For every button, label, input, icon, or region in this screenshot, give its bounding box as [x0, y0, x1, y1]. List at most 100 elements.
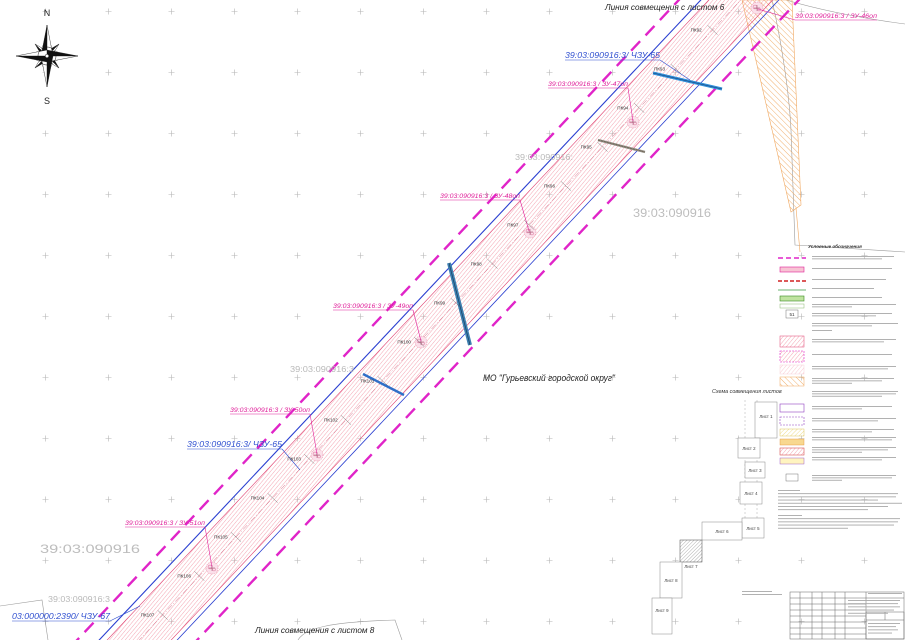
easement-label-chzu-67: 03:000000:2390/ ЧЗУ-67	[12, 611, 110, 621]
title-block	[789, 591, 905, 640]
legend-swatch-pink-hatch	[779, 335, 805, 348]
orange-zone-tail	[795, 207, 801, 253]
picket-label: ПК101	[361, 379, 375, 384]
notes-text-line	[778, 506, 888, 507]
parcel-label-zu-51: 39:03:090916:3 / ЗУ-51оп	[125, 520, 205, 527]
cadastral-label-3: 39:03:090916:3	[290, 365, 355, 374]
picket-tick	[377, 376, 388, 386]
legend-swatch-pink-rect	[779, 266, 805, 273]
notes-text-line	[778, 518, 900, 520]
legend-text-line	[812, 457, 896, 458]
legend-text-line	[812, 256, 894, 257]
sheet-index-title: Схема совмещения листов	[712, 389, 782, 395]
legend-text-line	[812, 366, 896, 367]
picket-label: ПК105	[214, 535, 228, 540]
legend-descriptions	[812, 256, 898, 481]
legend-text-line	[812, 393, 896, 395]
legend-text-line	[812, 313, 892, 314]
picket-label: ПК92	[691, 28, 703, 33]
legend-text-line	[812, 420, 878, 422]
title-block-text-line	[868, 632, 892, 634]
sheet-box-3	[744, 461, 766, 479]
legend-text-line	[812, 378, 894, 379]
picket-label: ПК95	[581, 145, 593, 150]
legend-text-line	[812, 475, 896, 476]
dashed-boundary-left	[75, 0, 681, 640]
sheet-box-7-current	[679, 539, 703, 563]
picket-tick	[707, 25, 718, 35]
notes-text-line	[778, 502, 902, 504]
picket-label: ПК97	[507, 223, 519, 228]
sheet-box-1	[754, 401, 778, 439]
parcel-label-zu-49: 39:03:090916:3 / ЗУ-49оп	[333, 303, 413, 310]
legend-swatch-orange-hatch	[779, 376, 805, 387]
picket-tick	[267, 493, 278, 503]
parcel-marker	[523, 225, 537, 239]
legend-text-line	[812, 447, 896, 448]
cadastral-label-1: 39:03:090916:	[515, 153, 573, 162]
legend-swatches: 51	[778, 257, 806, 482]
picket-label: ПК106	[177, 574, 191, 579]
sheet-label-3: Лист 3	[748, 468, 762, 473]
title-block-text-line	[868, 629, 898, 631]
legend-text-line	[812, 406, 892, 407]
band-edge-right	[170, 0, 774, 640]
picket-tick	[304, 454, 315, 464]
picket-label: ПК98	[471, 262, 483, 267]
legend-text-line	[812, 304, 896, 305]
legend-swatch-yellow-purple	[779, 457, 805, 465]
blue-boundary-left	[98, 0, 702, 640]
picket-label: ПК99	[434, 301, 446, 306]
title-block-text-line	[848, 612, 888, 614]
sheet-label-2: Лист 2	[742, 446, 756, 451]
picket-tick	[487, 259, 498, 269]
notes-text-line	[778, 496, 896, 498]
legend-text-line	[812, 306, 852, 308]
legend-swatch-pink-hatch-dashed	[779, 350, 805, 363]
parcel-label-zu-50: 39:03:090916:3 / ЗУ-50оп	[230, 407, 310, 414]
crossing-pipe-2-axis	[597, 139, 646, 153]
legend-text-line	[812, 288, 874, 289]
legend-text-line	[812, 408, 862, 410]
crossing-pipe-3-axis	[448, 262, 471, 346]
sheet-label-8: Лист 8	[664, 578, 678, 583]
legend-text-line	[812, 429, 894, 430]
legend-swatch-number-box	[785, 309, 799, 319]
legend-text-line	[812, 431, 872, 433]
legend-text-line	[812, 451, 862, 453]
municipality-label: МО "Гурьевский городской округ"	[483, 373, 616, 384]
crossing-pipe-4	[362, 372, 405, 397]
notes-text-line	[778, 521, 898, 523]
legend-text-line	[812, 418, 896, 419]
legend-swatch-green-rect	[779, 295, 805, 302]
picket-tick	[634, 103, 645, 113]
title-block-text-line	[848, 603, 898, 605]
title-block-text-line	[848, 600, 900, 601]
picket-label: ПК104	[251, 496, 265, 501]
cadastral-label-5: 39:03:090916:3	[48, 595, 111, 604]
parcel-marker	[310, 448, 324, 462]
parcel-label-zu-46: 39:03:090916:3 / ЗУ-46оп	[795, 13, 877, 20]
easement-label-chzu-65-top: 39:03:090916:3/ ЧЗУ-65	[565, 50, 660, 60]
picket-tick	[157, 610, 168, 620]
picket-label: ПК103	[287, 457, 301, 462]
legend-text-line	[812, 279, 886, 280]
title-block-text	[742, 591, 902, 634]
legend-text-line	[812, 315, 876, 317]
legend-text-line	[812, 354, 892, 355]
legend: Условные обозначения 51	[778, 243, 898, 482]
sheet-box-4	[739, 481, 763, 505]
legend-text-line	[812, 368, 888, 370]
picket-label: ПК100	[397, 340, 411, 345]
sheet-box-2	[737, 437, 761, 459]
picket-tick	[560, 181, 572, 191]
legend-swatch-orange-rect	[779, 438, 805, 446]
legend-text-line	[812, 325, 872, 327]
sheet-box-6	[701, 521, 743, 541]
legend-swatch-light-pink-hatch	[779, 364, 805, 375]
legend-text-line	[812, 479, 842, 481]
sheet-label-4: Лист 4	[744, 491, 758, 496]
compass-rose-icon	[15, 24, 79, 88]
picket-tick	[450, 298, 462, 308]
